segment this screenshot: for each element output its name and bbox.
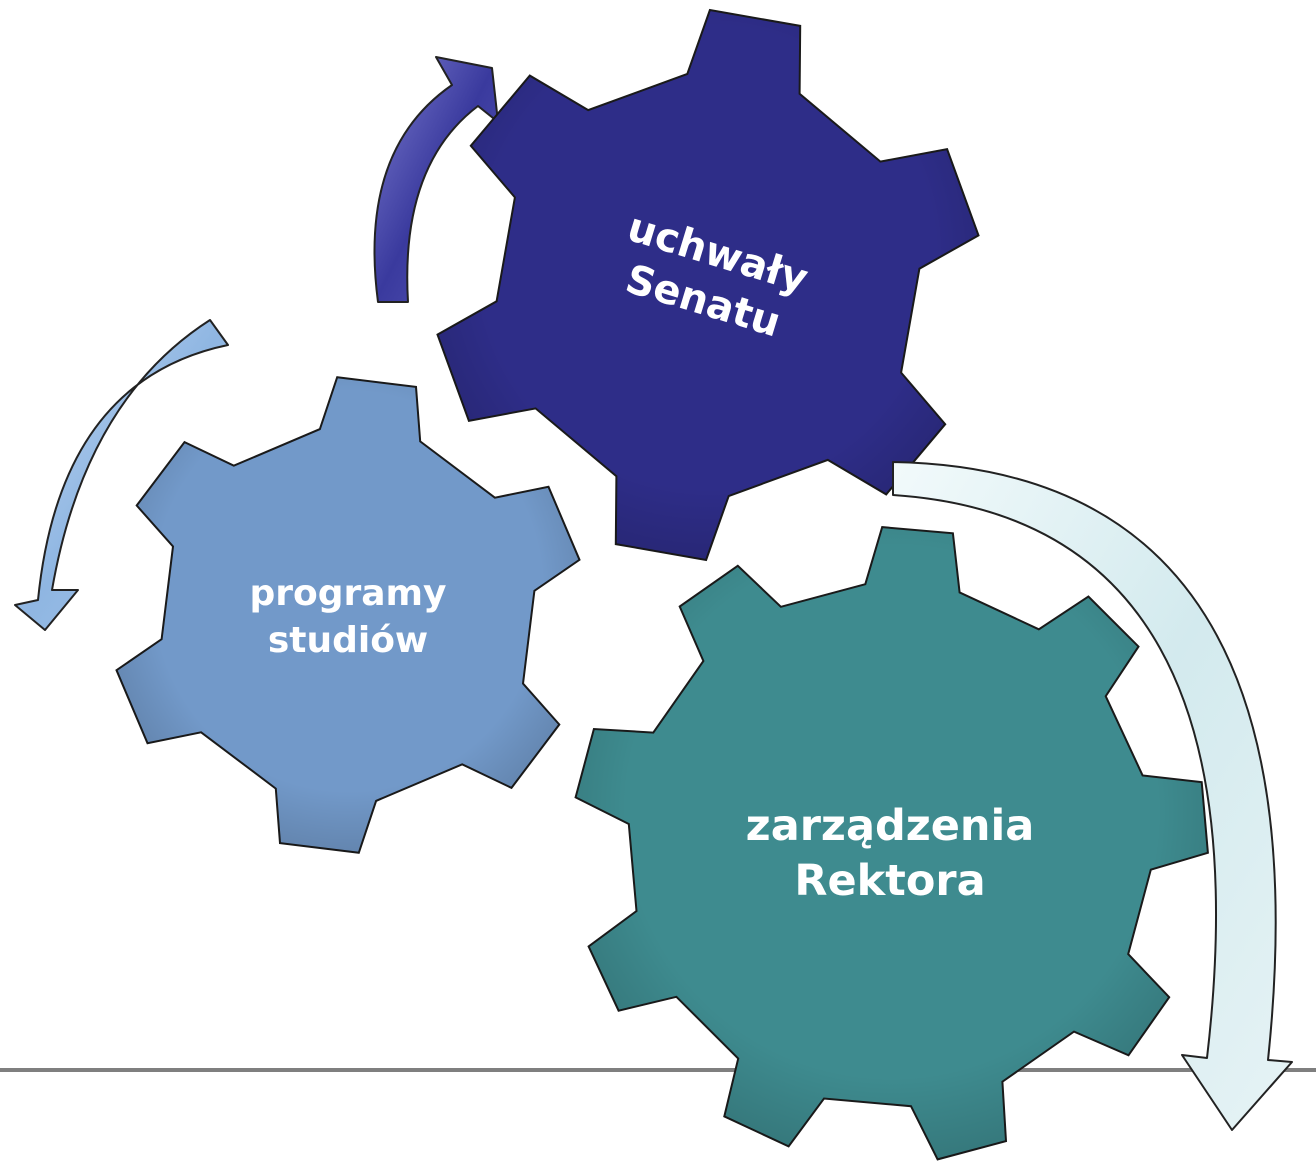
gear-rektor-label-1: zarządzenia: [746, 801, 1035, 851]
gear-rektor-label-2: Rektora: [794, 856, 985, 906]
gear-programy-label-2: studiów: [268, 620, 428, 661]
arrow-rektor: [892, 461, 1293, 1131]
gear-programy-label-1: programy: [249, 573, 446, 614]
arrow-programy: [14, 319, 229, 631]
gear-programy-studiow: programy studiów: [115, 376, 581, 854]
gear-zarzadzenia-rektora: zarządzenia Rektora: [574, 526, 1209, 1161]
arrow-senat: [373, 56, 499, 303]
gear-uchwaly-senatu: uchwały Senatu: [436, 8, 980, 562]
